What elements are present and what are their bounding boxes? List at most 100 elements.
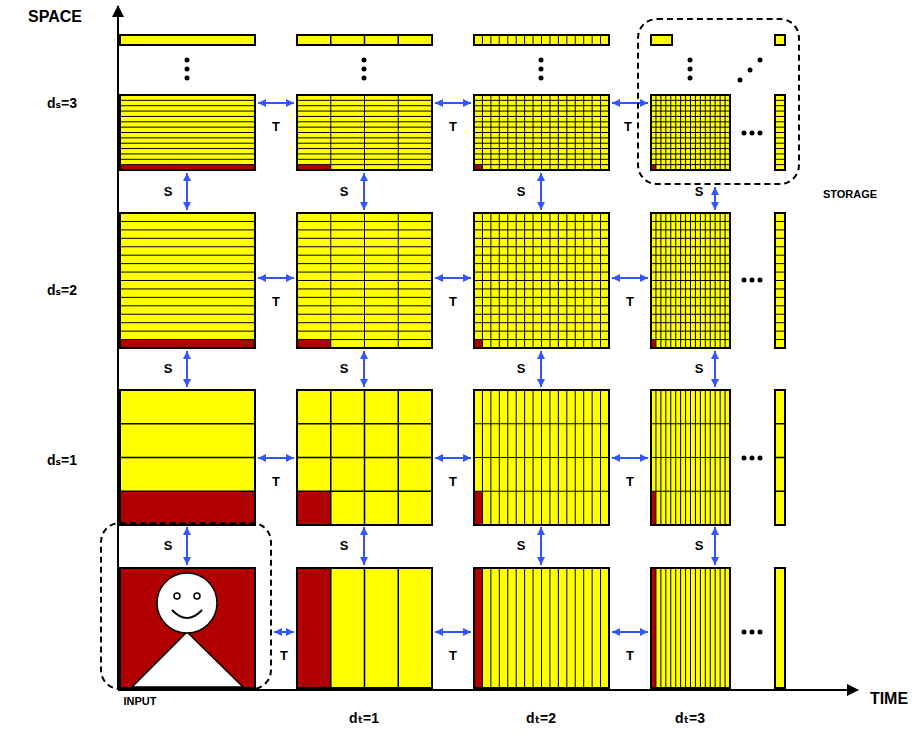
dot xyxy=(185,67,190,72)
figure-smile xyxy=(172,610,202,618)
grid-line xyxy=(775,280,785,281)
grid-line xyxy=(775,143,785,144)
grid-line xyxy=(364,35,366,45)
grid-line xyxy=(651,491,730,492)
transition-arrow xyxy=(612,277,648,279)
grid-line xyxy=(651,423,730,424)
grid-line xyxy=(297,280,432,281)
grid-red-cell xyxy=(474,340,482,348)
grid-red-cell xyxy=(120,491,255,525)
grid-line xyxy=(474,153,609,154)
cell-grid xyxy=(297,35,432,45)
dot xyxy=(539,58,544,63)
grid-line xyxy=(583,568,584,688)
grid-line xyxy=(120,221,255,222)
transition-label-holder: S xyxy=(164,539,173,554)
transition-label-holder: S xyxy=(517,539,526,554)
grid-border xyxy=(775,390,785,525)
grid-line xyxy=(474,137,609,138)
grid-line xyxy=(665,568,666,688)
grid-line xyxy=(297,305,432,306)
transition-label: T xyxy=(626,474,634,489)
grid-fill xyxy=(775,568,785,688)
grid-line xyxy=(775,116,785,117)
transition-label-holder: T xyxy=(272,475,280,490)
transition-label: S xyxy=(695,538,704,553)
grid-line xyxy=(651,153,730,154)
transition-arrow xyxy=(363,527,365,565)
grid-line xyxy=(297,132,432,133)
cell-grid xyxy=(474,390,609,525)
grid-line xyxy=(120,111,255,112)
dot xyxy=(750,278,755,283)
cell-grid xyxy=(474,35,609,45)
axis-label: SPACE xyxy=(28,8,82,25)
grid-line xyxy=(775,255,785,256)
transition-arrow xyxy=(274,631,294,633)
grid-line xyxy=(775,132,785,133)
dot xyxy=(742,456,747,461)
transition-label: T xyxy=(624,119,632,134)
grid-line xyxy=(775,457,785,459)
transition-arrow xyxy=(435,457,471,459)
grid-line xyxy=(651,238,730,239)
grid-fill xyxy=(651,35,672,45)
grid-line xyxy=(120,314,255,315)
grid-line xyxy=(775,297,785,298)
transition-label: S xyxy=(340,361,349,376)
grid-line xyxy=(775,339,785,340)
transition-arrow xyxy=(258,457,294,459)
transition-arrow xyxy=(258,277,294,279)
grid-line xyxy=(651,288,730,289)
grid-line xyxy=(720,568,721,688)
grid-line xyxy=(725,568,726,688)
grid-line xyxy=(120,116,255,117)
transition-label: T xyxy=(280,648,288,663)
grid-line xyxy=(474,221,609,222)
grid-fill xyxy=(651,390,730,525)
transition-label: S xyxy=(517,184,526,199)
transition-label: T xyxy=(272,294,280,309)
grid-line xyxy=(297,100,432,101)
cell-grid xyxy=(297,390,432,525)
grid-fill xyxy=(651,213,730,348)
grid-line xyxy=(120,339,255,340)
grid-line xyxy=(775,272,785,273)
transition-arrow xyxy=(363,351,365,387)
grid-line xyxy=(583,35,584,45)
depth-label-holder: dₛ=2 xyxy=(47,282,77,298)
grid-fill xyxy=(651,568,730,688)
transition-label-holder: S xyxy=(164,185,173,200)
grid-line xyxy=(651,339,730,340)
grid-line xyxy=(297,263,432,264)
dot xyxy=(362,58,367,63)
dot xyxy=(362,67,367,72)
grid-fill xyxy=(120,35,255,45)
grid-line xyxy=(490,35,491,45)
grid-border xyxy=(120,35,255,45)
grid-line xyxy=(474,457,609,458)
grid-line xyxy=(541,568,542,688)
grid-line xyxy=(398,35,400,45)
transition-arrow xyxy=(714,187,716,210)
grid-line xyxy=(474,263,609,264)
transition-label: S xyxy=(517,361,526,376)
transition-label: T xyxy=(626,648,634,663)
grid-border xyxy=(474,390,609,525)
grid-fill xyxy=(297,95,432,170)
grid-line xyxy=(474,322,609,323)
transition-arrow xyxy=(258,102,294,104)
grid-fill xyxy=(297,35,432,45)
grid-border xyxy=(474,35,609,45)
grid-line xyxy=(297,246,432,247)
grid-line xyxy=(297,238,432,239)
depth-label: dₛ=1 xyxy=(47,452,77,468)
grid-fill xyxy=(120,390,255,525)
grid-border xyxy=(651,35,672,45)
grid-line xyxy=(651,121,730,122)
grid-line xyxy=(651,143,730,144)
grid-line xyxy=(120,159,255,160)
grid-line xyxy=(474,491,609,492)
